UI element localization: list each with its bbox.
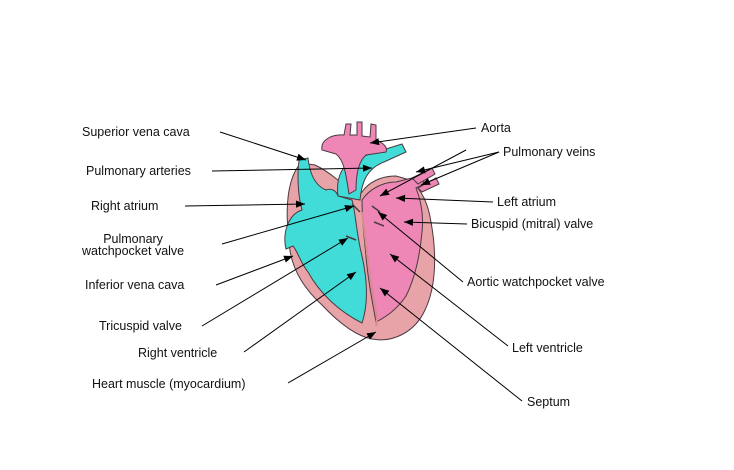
arrowhead-pulmonary-arteries: [362, 164, 372, 172]
leader-line-pulmonary-watchpocket-valve: [221, 205, 355, 245]
label-heart-muscle: Heart muscle (myocardium): [92, 377, 246, 391]
arrowhead-left-atrium: [396, 194, 406, 202]
arrowhead-heart-muscle: [366, 332, 376, 340]
label-inferior-vena-cava: Inferior vena cava: [85, 278, 185, 292]
leader-line-inferior-vena-cava: [215, 255, 294, 286]
label-aorta: Aorta: [481, 121, 511, 135]
leader-line-pulmonary-veins-3: [379, 149, 467, 197]
leader-line-left-atrium: [395, 197, 494, 203]
septum-wall: [361, 211, 378, 327]
arrowhead-left-ventricle: [390, 254, 400, 263]
leader-lines: [184, 127, 523, 402]
leader-line-bicuspid-valve: [403, 221, 468, 225]
arrowhead-aorta: [370, 138, 380, 146]
arrowhead-pulmonary-veins-2: [421, 178, 431, 185]
label-left-atrium: Left atrium: [497, 195, 557, 209]
valve-marks: [345, 203, 385, 241]
label-septum: Septum: [527, 395, 571, 409]
aorta-shape: [321, 121, 387, 195]
label-right-ventricle: Right ventricle: [138, 346, 218, 360]
label-bicuspid-valve: Bicuspid (mitral) valve: [471, 217, 594, 231]
arrowhead-pulmonary-veins-3: [380, 188, 390, 196]
arrowhead-aortic-watchpocket-valve: [378, 212, 388, 221]
leader-line-tricuspid-valve: [201, 237, 349, 327]
label-superior-vena-cava: Superior vena cava: [82, 125, 190, 139]
leader-line-left-ventricle: [389, 253, 509, 347]
leader-line-aorta: [369, 127, 477, 144]
label-pulmonary-watchpocket-valve: Pulmonary watchpocket valve: [82, 232, 185, 258]
arrowhead-bicuspid-valve: [404, 218, 414, 226]
leader-line-aortic-watchpocket-valve: [377, 211, 464, 283]
arrowhead-septum: [380, 288, 390, 297]
arrowhead-inferior-vena-cava: [283, 255, 293, 263]
leader-line-pulmonary-arteries: [211, 167, 373, 172]
leader-line-superior-vena-cava: [219, 131, 307, 161]
label-right-atrium: Right atrium: [91, 199, 159, 213]
label-pulmonary-arteries: Pulmonary arteries: [86, 164, 191, 178]
leader-line-pulmonary-veins-2: [420, 151, 500, 186]
arrowhead-pulmonary-watchpocket-valve: [344, 205, 354, 212]
arrowhead-tricuspid-valve: [338, 238, 348, 246]
leader-line-right-ventricle: [243, 271, 357, 353]
label-left-ventricle: Left ventricle: [512, 341, 583, 355]
arrowhead-superior-vena-cava: [296, 153, 306, 161]
label-pulmonary-veins: Pulmonary veins: [503, 145, 596, 159]
arrowhead-pulmonary-veins-1: [416, 166, 426, 174]
leader-line-pulmonary-veins-1: [415, 151, 500, 173]
leader-line-right-atrium: [184, 203, 306, 207]
leader-line-septum: [379, 287, 523, 402]
label-aortic-watchpocket-valve: Aortic watchpocket valve: [467, 275, 605, 289]
arrowhead-right-atrium: [295, 200, 305, 208]
right-chambers: [284, 157, 367, 324]
arrowhead-right-ventricle: [346, 272, 356, 281]
label-tricuspid-valve: Tricuspid valve: [99, 319, 182, 333]
leader-line-heart-muscle: [287, 331, 377, 384]
